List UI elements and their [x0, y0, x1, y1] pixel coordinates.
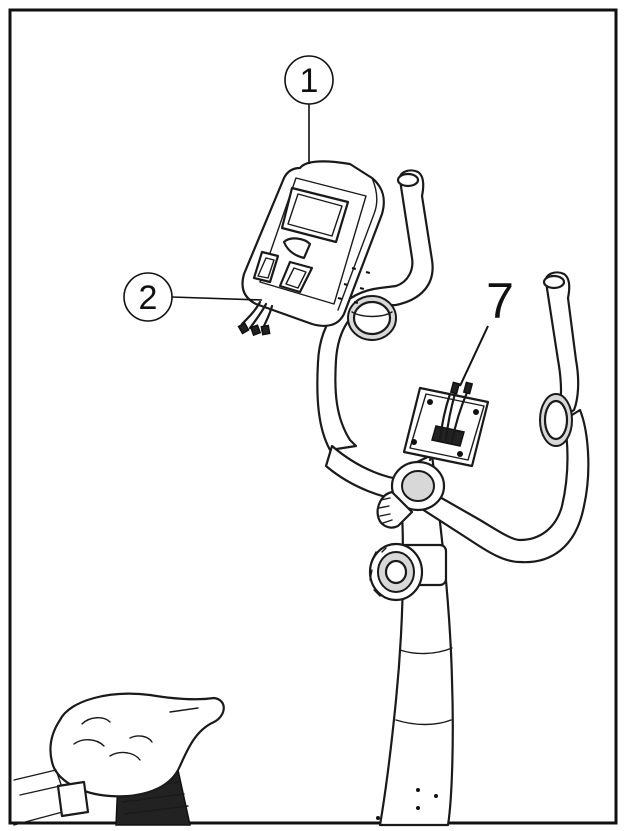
console-cables [237, 300, 274, 337]
tension-knob [368, 542, 448, 602]
alignment-dots [337, 267, 375, 305]
lcd-screen [280, 186, 350, 244]
mounting-plate [402, 386, 490, 468]
handlebar [316, 169, 590, 564]
frame-cables [438, 381, 474, 444]
callout-7-label: 7 [486, 273, 514, 329]
frame-border [8, 8, 618, 825]
seat [13, 692, 225, 826]
console-button-top [282, 237, 312, 260]
callout-2-label: 2 [139, 279, 158, 317]
callout-2: 2 [123, 272, 263, 322]
callout-1-label: 1 [300, 62, 319, 100]
callout-1: 1 [284, 55, 334, 164]
callout-7: 7 [459, 273, 514, 387]
console [241, 160, 385, 327]
